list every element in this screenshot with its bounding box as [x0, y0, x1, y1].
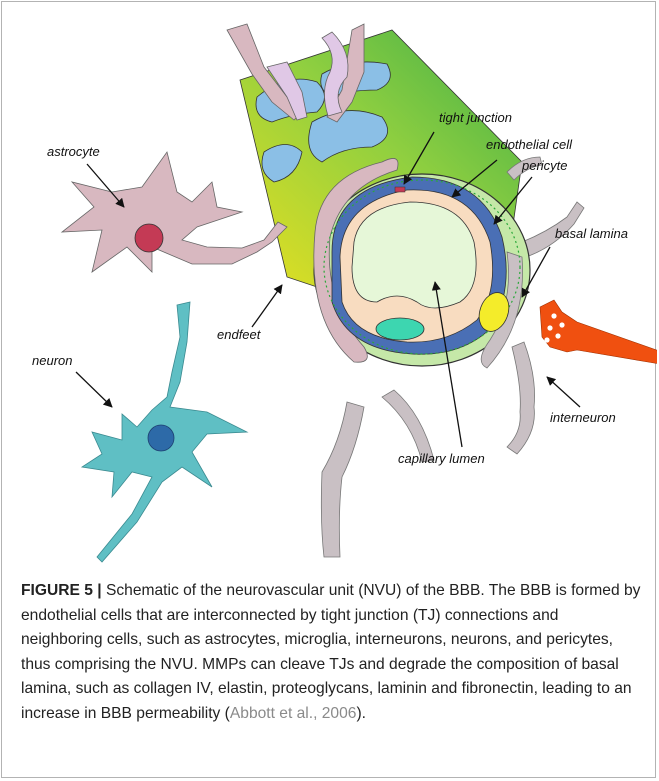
figure-caption: FIGURE 5 | Schematic of the neurovascula… [21, 579, 641, 727]
citation-link[interactable]: Abbott et al., 2006 [230, 705, 357, 722]
nvu-diagram: astrocyte neuron endfeet tight junction … [2, 2, 657, 582]
caption-text: Schematic of the neurovascular unit (NVU… [21, 582, 640, 722]
label-tight-junction: tight junction [439, 110, 512, 125]
label-endothelial-cell: endothelial cell [486, 137, 573, 152]
neuron-nucleus [148, 425, 174, 451]
label-astrocyte: astrocyte [47, 144, 100, 159]
label-neuron: neuron [32, 353, 72, 368]
capillary-lumen [352, 202, 476, 308]
endothelial-nucleus [376, 318, 424, 340]
astrocyte [62, 152, 287, 272]
astrocyte-nucleus [135, 224, 163, 252]
figure-label: FIGURE 5 | [21, 582, 102, 599]
interneuron [540, 300, 657, 364]
label-basal-lamina: basal lamina [555, 226, 628, 241]
label-endfeet: endfeet [217, 327, 262, 342]
tight-junction-mark [395, 187, 405, 192]
label-interneuron: interneuron [550, 410, 616, 425]
caption-end: ). [356, 705, 366, 722]
label-pericyte: pericyte [521, 158, 568, 173]
label-capillary-lumen: capillary lumen [398, 451, 485, 466]
